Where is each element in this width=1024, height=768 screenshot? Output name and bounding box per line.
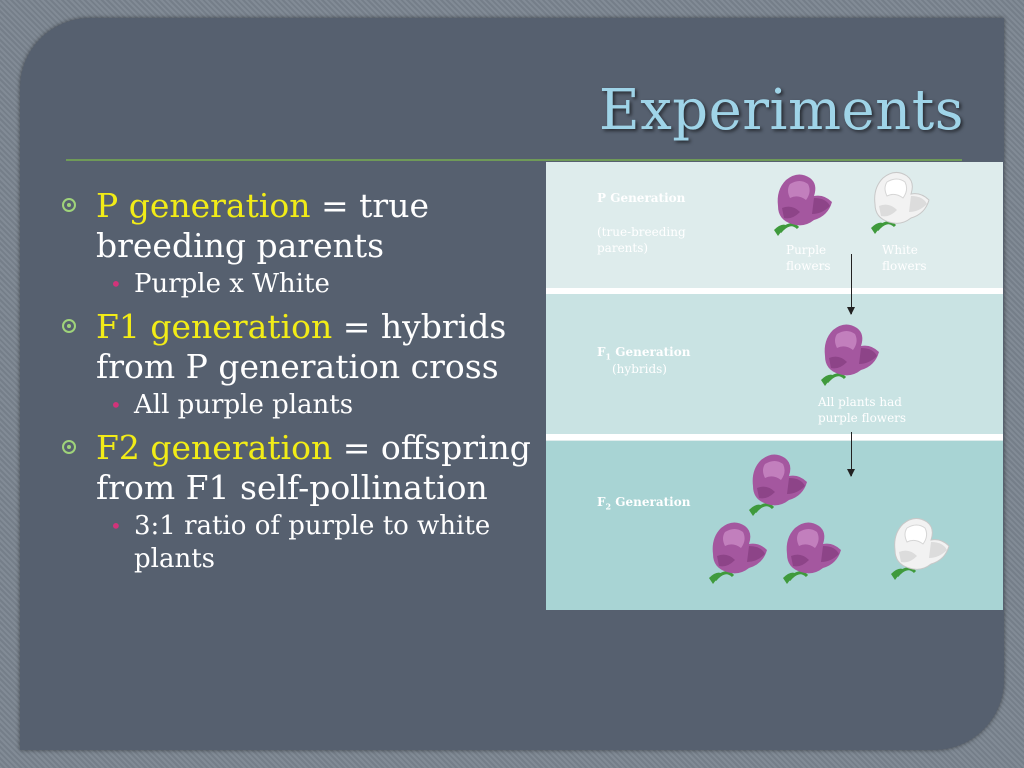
f2-generation-label: F2 Generation	[597, 494, 690, 514]
white-flower-icon	[884, 514, 956, 584]
f1-subscript: 1	[605, 351, 612, 362]
band-separator	[546, 434, 1003, 440]
sub-bullet-text: Purple x White	[134, 269, 330, 299]
purple-flower-icon	[814, 320, 886, 390]
white-flowers-label: White flowers	[882, 243, 927, 273]
down-arrow-icon	[847, 254, 855, 315]
slide-title: Experiments	[598, 78, 964, 143]
down-arrow-icon	[847, 432, 855, 477]
purple-flowers-label: Purple flowers	[786, 243, 831, 273]
f1-generation-sublabel: (hybrids)	[612, 362, 667, 376]
bullet-p-generation: P generation = true breeding parents	[58, 186, 548, 266]
f1-generation-band	[546, 294, 1003, 434]
p-generation-band	[546, 162, 1003, 288]
sub-bullet-text: 3:1 ratio of purple to white plants	[134, 511, 491, 574]
dot-icon: •	[110, 393, 122, 417]
white-flower-icon	[864, 168, 936, 238]
bullet-f2-generation: F2 generation = offspring from F1 self-p…	[58, 428, 548, 508]
bullet-list: P generation = true breeding parents • P…	[58, 186, 548, 582]
dot-icon: •	[110, 272, 122, 296]
purple-flower-icon	[742, 450, 814, 520]
circle-dot-icon	[62, 198, 76, 212]
f2-subscript: 2	[605, 501, 612, 512]
f2-prefix: F	[597, 495, 606, 509]
f1-prefix: F	[597, 345, 606, 359]
sub-bullet-f1: • All purple plants	[58, 389, 548, 422]
bullet-term: F1 generation	[96, 307, 333, 346]
generations-diagram: P Generation (true-breeding parents) Pur…	[546, 162, 1003, 610]
bullet-term: P generation	[96, 186, 311, 225]
f1-note: All plants had purple flowers	[818, 395, 907, 425]
f1-rest: Generation	[611, 345, 691, 359]
circle-dot-icon	[62, 319, 76, 333]
sub-bullet-text: All purple plants	[134, 390, 354, 420]
bullet-text: = true breeding parents	[96, 186, 429, 265]
dot-icon: •	[110, 514, 122, 538]
bullet-term: F2 generation	[96, 428, 333, 467]
bullet-text: = hybrids from P generation cross	[96, 307, 507, 386]
sub-bullet-p: • Purple x White	[58, 268, 548, 301]
sub-bullet-f2: • 3:1 ratio of purple to white plants	[58, 510, 548, 576]
purple-flower-icon	[768, 170, 838, 240]
bullet-f1-generation: F1 generation = hybrids from P generatio…	[58, 307, 548, 387]
p-generation-label: P Generation	[597, 191, 686, 205]
f1-generation-label: F1 Generation	[597, 344, 690, 364]
bullet-text: = offspring from F1 self-pollination	[96, 428, 531, 507]
band-separator	[546, 288, 1003, 294]
circle-dot-icon	[62, 440, 76, 454]
purple-flower-icon	[702, 518, 774, 588]
title-divider	[66, 159, 962, 161]
p-generation-sublabel: (true-breeding parents)	[597, 225, 686, 255]
purple-flower-icon	[776, 518, 848, 588]
f2-rest: Generation	[611, 495, 691, 509]
